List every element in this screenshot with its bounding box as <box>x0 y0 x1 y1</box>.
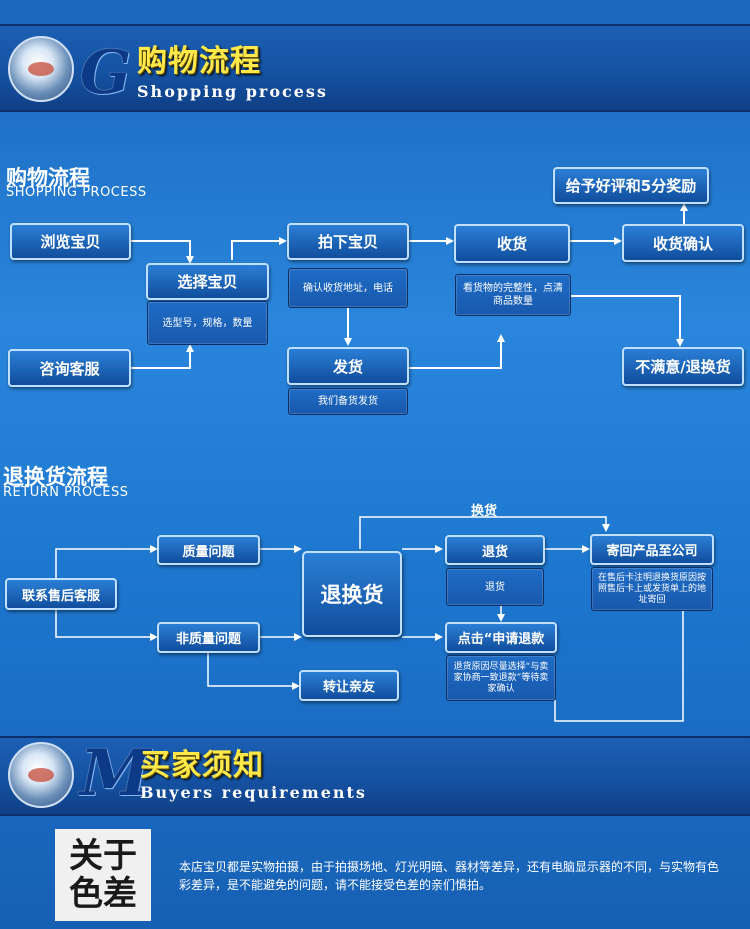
contact-step: 联系售后客服 <box>5 578 117 610</box>
send-back-note: 在售后卡注明退换货原因按照售后卡上或发货单上的地址寄回 <box>591 567 713 611</box>
transfer-step: 转让亲友 <box>299 670 399 701</box>
confirm-step: 收货确认 <box>622 224 744 262</box>
browse-step: 浏览宝贝 <box>10 223 131 260</box>
shopping-section-subtitle: SHOPPING PROCESS <box>6 185 147 200</box>
header-band <box>0 24 750 112</box>
receive-note: 看货物的完整性，点清商品数量 <box>455 274 571 316</box>
buyers-title: 买家须知 <box>140 748 264 783</box>
refund-note: 退货 <box>446 568 544 606</box>
apply-refund-step: 点击“申请退款 <box>445 622 557 653</box>
returns-section-title: 退换货流程 <box>3 465 108 489</box>
exchange-label: 换货 <box>471 504 498 519</box>
unsatisfied-step: 不满意/退换货 <box>622 347 744 386</box>
mascot-avatar <box>8 36 74 102</box>
ship-note: 我们备货发货 <box>288 388 408 415</box>
order-step: 拍下宝贝 <box>287 223 409 260</box>
consult-step: 咨询客服 <box>8 349 131 387</box>
select-step: 选择宝贝 <box>146 263 269 300</box>
receive-step: 收货 <box>454 224 570 263</box>
header-title: 购物流程 <box>137 44 261 79</box>
color-difference-line2: 色差 <box>69 874 137 914</box>
color-difference-notice: 本店宝贝都是实物拍摄，由于拍摄场地、灯光明暗、器材等差异，还有电脑显示器的不同，… <box>179 860 720 892</box>
returns-section-subtitle: RETURN PROCESS <box>3 485 129 500</box>
color-difference-badge: 关于 色差 <box>55 829 151 921</box>
color-difference-line1: 关于 <box>69 836 137 876</box>
header-letter: G <box>80 38 132 108</box>
order-note: 确认收货地址，电话 <box>288 268 408 308</box>
review-step: 给予好评和5分奖励 <box>553 167 709 204</box>
ship-step: 发货 <box>287 347 409 385</box>
buyers-mascot-avatar <box>8 742 74 808</box>
non-quality-step: 非质量问题 <box>157 622 260 653</box>
buyers-letter: M <box>80 736 151 811</box>
buyers-subtitle: Buyers requirements <box>140 783 367 802</box>
shopping-section-title: 购物流程 <box>6 166 90 190</box>
refund-step: 退货 <box>445 535 545 565</box>
header-subtitle: Shopping process <box>137 82 328 101</box>
apply-refund-note: 退货原因尽量选择“与卖家协商一致退款”等待卖家确认 <box>446 655 556 701</box>
return-exchange-step: 退换货 <box>302 551 402 637</box>
buyers-band <box>0 736 750 816</box>
quality-step: 质量问题 <box>157 535 260 565</box>
select-note: 选型号，规格，数量 <box>147 301 268 345</box>
send-back-step: 寄回产品至公司 <box>590 534 714 565</box>
